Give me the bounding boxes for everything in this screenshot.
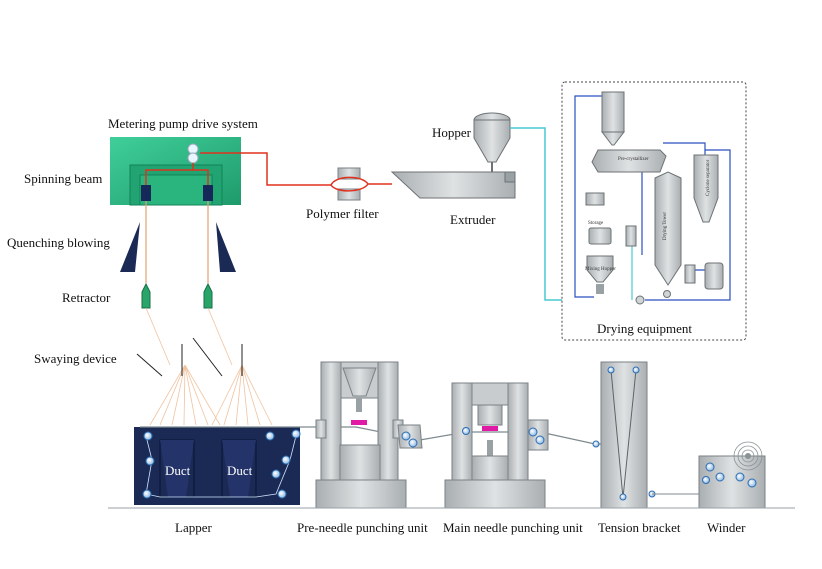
lapper-rollers bbox=[142, 429, 301, 499]
main-needle-label: Main needle punching unit bbox=[443, 520, 583, 535]
drying-equipment-box bbox=[561, 81, 747, 341]
duct-label-left: Duct bbox=[165, 463, 191, 478]
retractor-label: Retractor bbox=[62, 290, 111, 305]
spinning-beam bbox=[110, 137, 241, 206]
lapper-label: Lapper bbox=[175, 520, 212, 535]
pre-needle-machine bbox=[315, 361, 423, 509]
lapper bbox=[134, 427, 300, 505]
extruder bbox=[390, 171, 516, 199]
hopper bbox=[473, 112, 511, 172]
main-needle-rollers bbox=[462, 427, 545, 445]
swaying-device-label: Swaying device bbox=[34, 351, 117, 366]
swaying-device bbox=[136, 337, 243, 377]
retractor bbox=[141, 282, 213, 309]
main-needle-machine bbox=[444, 382, 549, 509]
cyclone-separator-label: Cyclone separator bbox=[706, 159, 711, 196]
polymer-filter bbox=[330, 167, 392, 201]
duct-label-right: Duct bbox=[227, 463, 253, 478]
tension-bracket bbox=[600, 361, 648, 509]
winder bbox=[698, 441, 766, 509]
quench-blower-right bbox=[216, 222, 236, 272]
polymer-filter-label: Polymer filter bbox=[306, 206, 379, 221]
fiber-paths bbox=[145, 307, 273, 426]
metering-pump-label: Metering pump drive system bbox=[108, 116, 258, 131]
storage-label: Storage bbox=[588, 221, 604, 226]
tension-bracket-label: Tension bracket bbox=[598, 520, 681, 535]
quench-blower-left bbox=[120, 222, 140, 272]
winder-rollers bbox=[702, 462, 757, 488]
filament-bundles bbox=[145, 201, 209, 283]
extruder-label: Extruder bbox=[450, 212, 496, 227]
pre-needle-label: Pre-needle punching unit bbox=[297, 520, 428, 535]
hopper-label: Hopper bbox=[432, 125, 472, 140]
drying-equipment-label: Drying equipment bbox=[597, 321, 692, 336]
drying-part-labels: Pre-crystallizer Drying Tower Cyclone se… bbox=[585, 157, 711, 272]
spinning-beam-label: Spinning beam bbox=[24, 171, 102, 186]
polymer-line-beam bbox=[145, 152, 331, 186]
winder-label: Winder bbox=[707, 520, 746, 535]
pre-crystallizer-label: Pre-crystallizer bbox=[618, 157, 649, 162]
pre-needle-rollers bbox=[401, 431, 418, 448]
drying-tower-label: Drying Tower bbox=[663, 212, 668, 240]
quenching-blowing-label: Quenching blowing bbox=[7, 235, 110, 250]
mixing-hopper-label: Mixing Hopper bbox=[585, 267, 616, 272]
tension-rollers bbox=[592, 366, 656, 501]
labels: Metering pump drive system Spinning beam… bbox=[7, 116, 746, 535]
